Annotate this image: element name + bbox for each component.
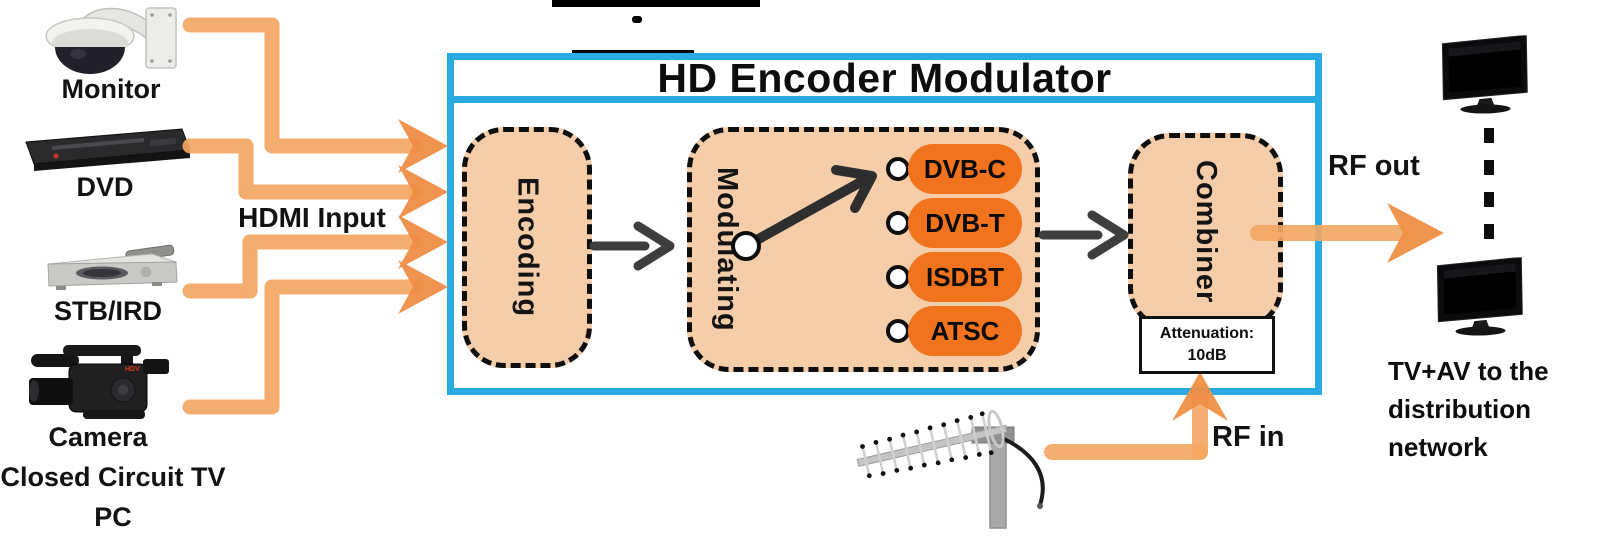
encoding-block: Encoding	[462, 127, 592, 368]
source-label-cctv: Closed Circuit TV	[0, 462, 226, 492]
option-label-dvb-t: DVB-T	[925, 207, 1005, 238]
source-label-monitor: Monitor	[61, 74, 161, 104]
option-label-dvb-c: DVB-C	[923, 153, 1007, 184]
output-caption-line2: distribution	[1388, 394, 1531, 424]
dvd-player-icon	[22, 124, 191, 172]
encoding-block-label: Encoding	[511, 177, 544, 318]
output-caption-line1: TV+AV to the	[1388, 356, 1549, 386]
source-label-pc: PC	[94, 502, 132, 532]
camcorder-icon: HDV	[25, 340, 175, 425]
tv-bottom-icon	[1435, 256, 1524, 341]
security-camera-icon	[28, 2, 178, 76]
option-pill-dvb-t: DVB-T	[908, 198, 1022, 248]
svg-text:HDV: HDV	[125, 366, 140, 373]
rf-out-label: RF out	[1328, 150, 1420, 182]
option-pill-isdbt: ISDBT	[908, 252, 1022, 302]
attenuation-line1: Attenuation:	[1159, 325, 1255, 343]
combiner-block-label: Combiner	[1190, 159, 1222, 304]
source-label-stb: STB/IRD	[54, 296, 162, 326]
radio-atsc	[886, 319, 910, 343]
option-pill-atsc: ATSC	[908, 306, 1022, 356]
option-label-isdbt: ISDBT	[926, 261, 1004, 292]
rf-in-label: RF in	[1212, 421, 1285, 453]
radio-dvb-c	[886, 157, 910, 181]
page-title: HD Encoder Modulator	[657, 55, 1112, 101]
option-label-atsc: ATSC	[930, 315, 1000, 346]
set-top-box-icon	[40, 244, 180, 296]
output-caption-line3: network	[1388, 432, 1488, 462]
output-caption: TV+AV to the distribution network	[1388, 352, 1588, 466]
title-band: HD Encoder Modulator	[454, 55, 1315, 103]
artifact-line	[552, 0, 760, 7]
yagi-antenna-icon	[856, 409, 1045, 529]
source-label-dvd: DVD	[76, 172, 134, 202]
attenuation-box: Attenuation: 10dB	[1139, 316, 1275, 374]
artifact-dot	[632, 16, 642, 23]
radio-dvb-t	[886, 211, 910, 235]
attenuation-line2: 10dB	[1187, 347, 1227, 364]
artifact-line-2	[572, 50, 694, 53]
hd-encoder-modulator-box: HD Encoder Modulator	[447, 53, 1322, 395]
option-pill-dvb-c: DVB-C	[908, 144, 1022, 194]
combiner-block: Combiner	[1128, 133, 1283, 330]
hdmi-route-arrowheads	[398, 119, 448, 314]
tv-top-icon	[1440, 34, 1529, 119]
hdmi-input-label: HDMI Input	[238, 202, 386, 233]
modulating-block-label: Modulating	[711, 167, 743, 332]
radio-isdbt	[886, 265, 910, 289]
source-label-camera: Camera	[48, 422, 148, 452]
